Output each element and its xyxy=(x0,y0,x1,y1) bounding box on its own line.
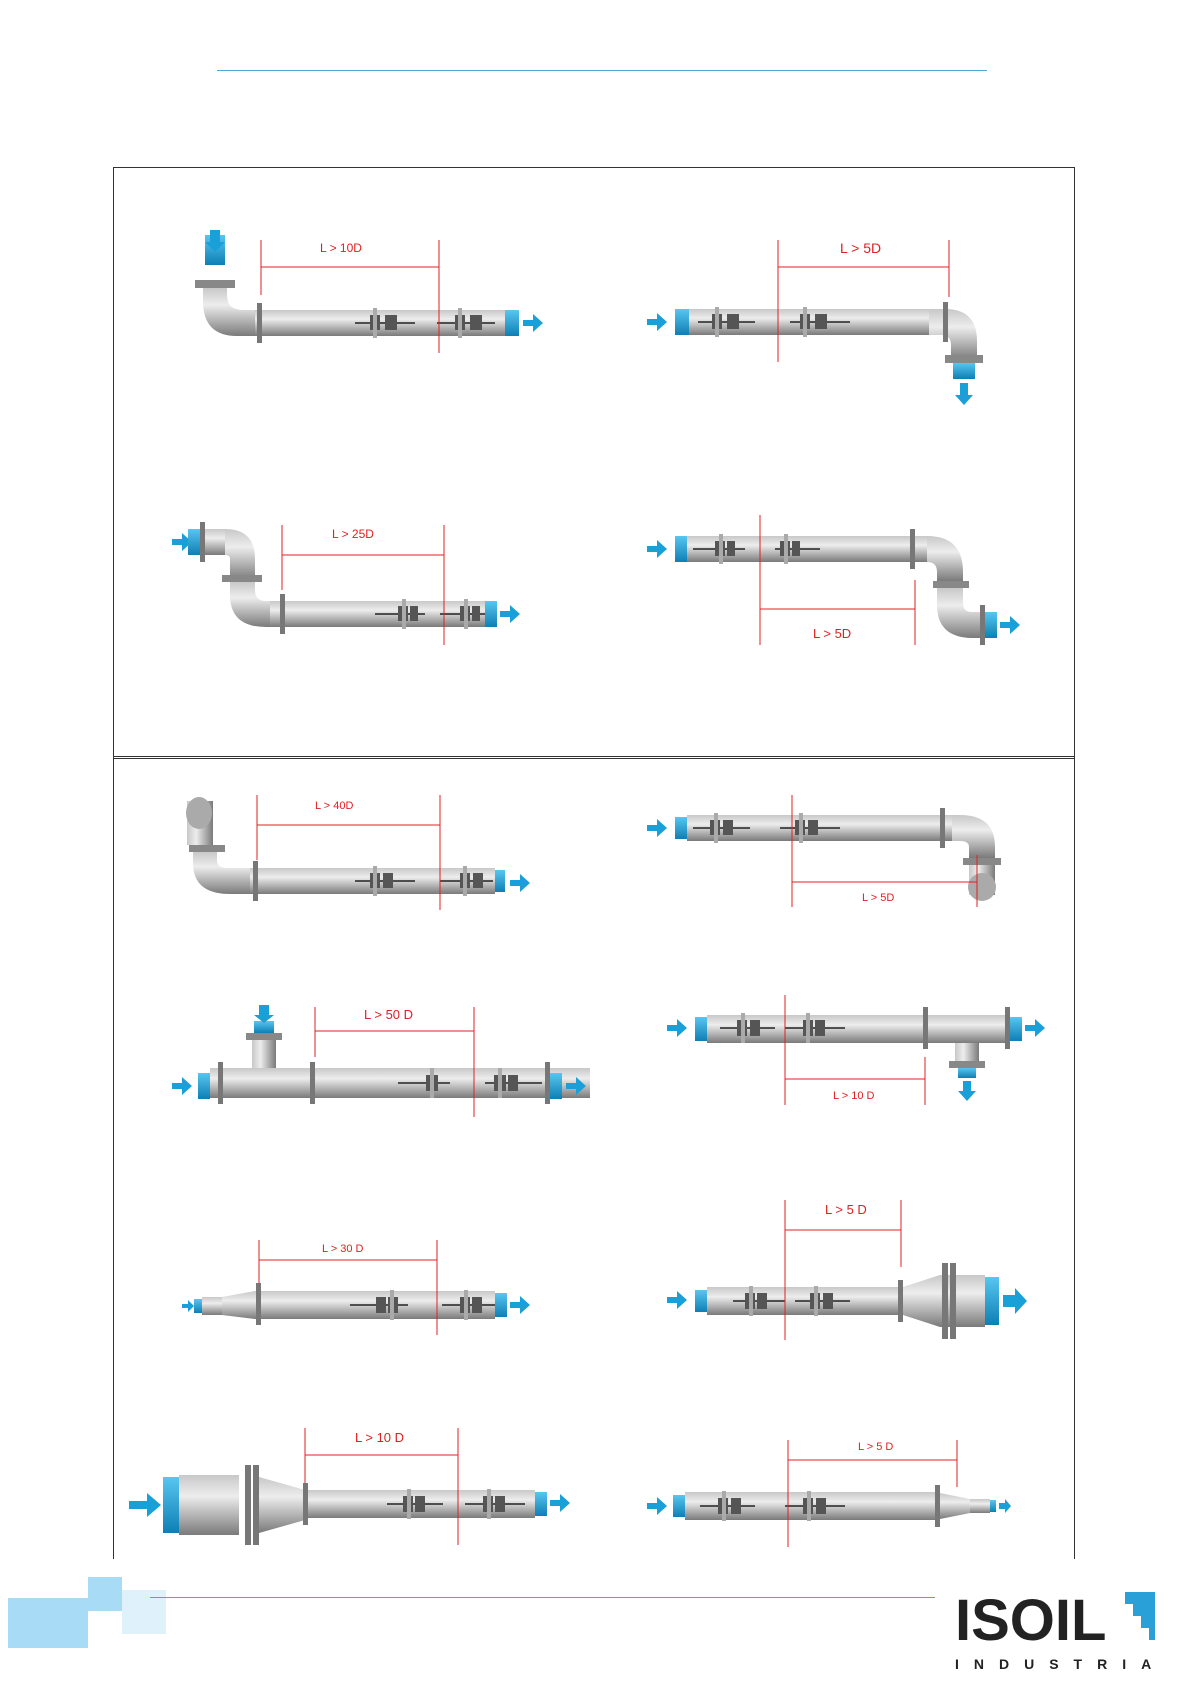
diagram-double-elbow-outlet-5d: L > 5D xyxy=(645,515,1045,650)
flow-arrow-icon xyxy=(182,1300,194,1312)
flow-arrow-icon xyxy=(254,1005,274,1023)
diagram-tee-outlet-10d: L > 10 D xyxy=(665,995,1065,1125)
dimension-label: L > 10D xyxy=(320,241,362,255)
header-rule xyxy=(217,70,987,71)
diagram-reducer-outlet-5d: L > 5 D xyxy=(645,1435,1045,1555)
diagram-elbow-outlet-5d: L > 5D xyxy=(645,235,1045,415)
dimension-label: L > 5D xyxy=(813,626,851,641)
flow-arrow-icon xyxy=(667,1019,687,1037)
diagram-tee-inlet-50d: L > 50 D xyxy=(170,995,600,1125)
dimension-label: L > 10 D xyxy=(833,1090,875,1102)
flow-arrow-icon xyxy=(647,313,667,331)
diagram-elbow-outlet-flange-5d: L > 5D xyxy=(645,795,1045,915)
flow-arrow-icon xyxy=(129,1493,161,1517)
diagram-reducer-inlet-10d: L > 10 D xyxy=(125,1425,595,1555)
dimension-label: L > 5 D xyxy=(825,1202,867,1217)
decor-square xyxy=(88,1577,122,1611)
dimension-label: L > 25D xyxy=(332,527,374,541)
flow-arrow-icon xyxy=(647,819,667,837)
dimension-label: L > 5D xyxy=(840,240,881,256)
flow-arrow-icon xyxy=(667,1291,687,1309)
dimension-label: L > 10 D xyxy=(355,1430,404,1445)
left-border xyxy=(113,759,114,1559)
diagram-expander-outlet-5d: L > 5 D xyxy=(665,1195,1065,1345)
dimension-label: L > 5D xyxy=(862,892,894,904)
flow-arrow-icon xyxy=(647,1497,667,1515)
diagram-double-elbow-25d: L > 25D xyxy=(170,515,570,650)
dimension-label: L > 50 D xyxy=(364,1007,413,1022)
diagram-reducer-expansion-30d: L > 30 D xyxy=(180,1235,580,1345)
dimension-label: L > 30 D xyxy=(322,1243,364,1255)
isoil-logo: ISOIL INDUSTRIA xyxy=(955,1585,1155,1680)
logo-sub: INDUSTRIA xyxy=(955,1656,1155,1672)
dimension-label: L > 40D xyxy=(315,800,353,812)
diagram-elbow-inlet-10d: L > 10D xyxy=(175,235,575,375)
footer-rule xyxy=(150,1597,935,1598)
flow-arrow-icon xyxy=(647,540,667,558)
logo-brand: ISOIL xyxy=(955,1588,1106,1653)
right-border xyxy=(1074,759,1075,1559)
diagram-elbow-40d: L > 40D xyxy=(175,795,575,915)
section-divider xyxy=(113,700,1075,759)
dimension-label: L > 5 D xyxy=(858,1441,893,1453)
decor-square xyxy=(8,1598,88,1648)
